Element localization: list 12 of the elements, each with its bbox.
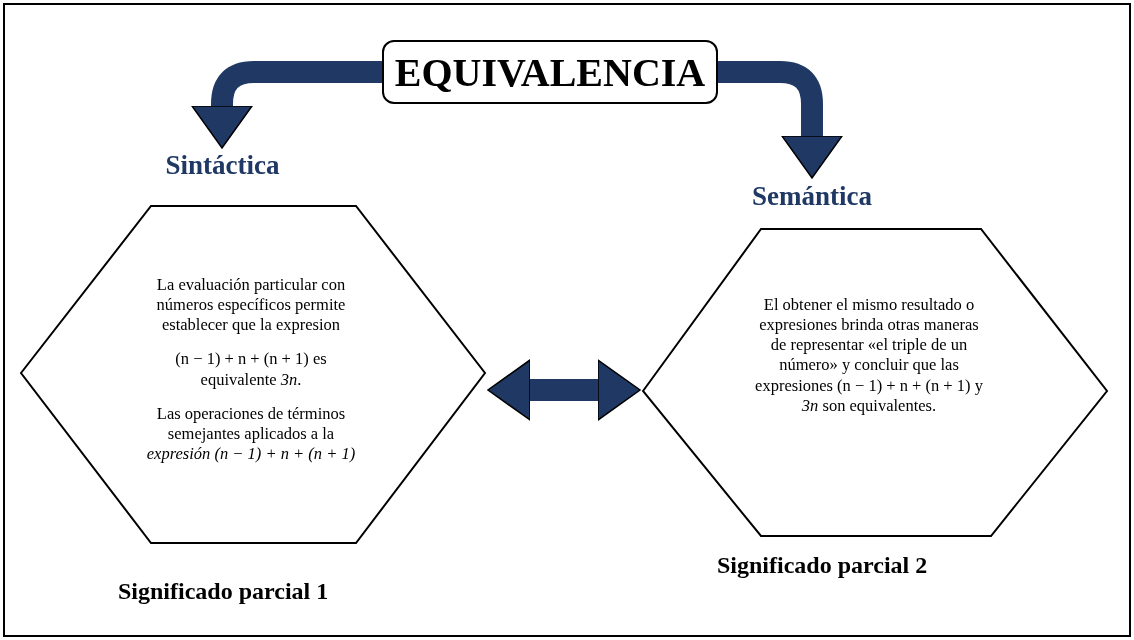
block-arrow — [191, 61, 382, 149]
description-text: Las operaciones de términos semejantes aplicados a la expresión (n − 1) + n + (n + 1) — [145, 403, 357, 464]
description-text: (n − 1) + n + (n + 1) es equivalente 3n. — [174, 349, 328, 390]
caption-text: Significado parcial 2 — [717, 552, 928, 579]
title-box: EQUIVALENCIA — [382, 40, 718, 104]
category-heading: Sintáctica — [164, 150, 281, 181]
category-heading: Semántica — [751, 181, 873, 212]
caption-text: Significado parcial 1 — [118, 578, 329, 605]
description-text: La evaluación particular con números específicos permite establecer que la expresion — [155, 275, 347, 336]
block-arrow — [718, 61, 843, 179]
description-text: El obtener el mismo resultado o expresiones brinda otras maneras de representar «el triple de un número» y concluir que las expresiones (n − 1) + n + (n + 1) y 3n son equivalentes. — [754, 295, 984, 416]
block-arrow — [487, 359, 641, 421]
